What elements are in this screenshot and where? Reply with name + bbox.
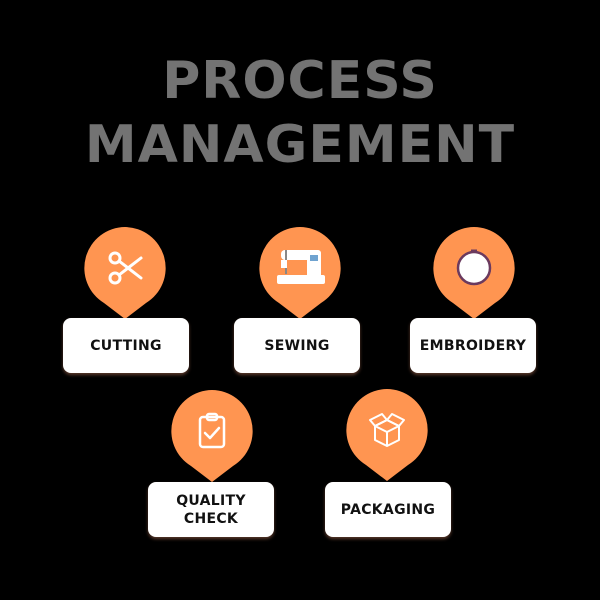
open-box-icon — [367, 410, 407, 450]
step-card-sewing: SEWING — [234, 318, 360, 373]
step-card-cutting: CUTTING — [63, 318, 189, 373]
step-card-embroidery: EMBROIDERY — [410, 318, 536, 373]
pin-quality-check — [171, 390, 253, 482]
step-label: EMBROIDERY — [419, 337, 527, 354]
title-line-2: MANAGEMENT — [84, 115, 516, 175]
sewing-machine-icon — [275, 247, 327, 287]
step-card-quality-check: QUALITY CHECK — [148, 482, 274, 537]
scissors-icon — [105, 248, 145, 288]
pin-packaging — [346, 389, 428, 481]
pin-embroidery — [433, 227, 515, 319]
step-label: SEWING — [264, 337, 330, 354]
pin-sewing — [259, 227, 341, 319]
pin-cutting — [84, 227, 166, 319]
step-card-packaging: PACKAGING — [325, 482, 451, 537]
step-label-line-2: CHECK — [183, 510, 239, 527]
step-label: PACKAGING — [340, 501, 436, 518]
title-line-1: PROCESS — [162, 51, 438, 111]
embroidery-hoop-icon — [454, 248, 494, 288]
step-label-line-1: QUALITY — [176, 492, 246, 509]
clipboard-check-icon — [192, 411, 232, 451]
step-label: CUTTING — [90, 337, 162, 354]
